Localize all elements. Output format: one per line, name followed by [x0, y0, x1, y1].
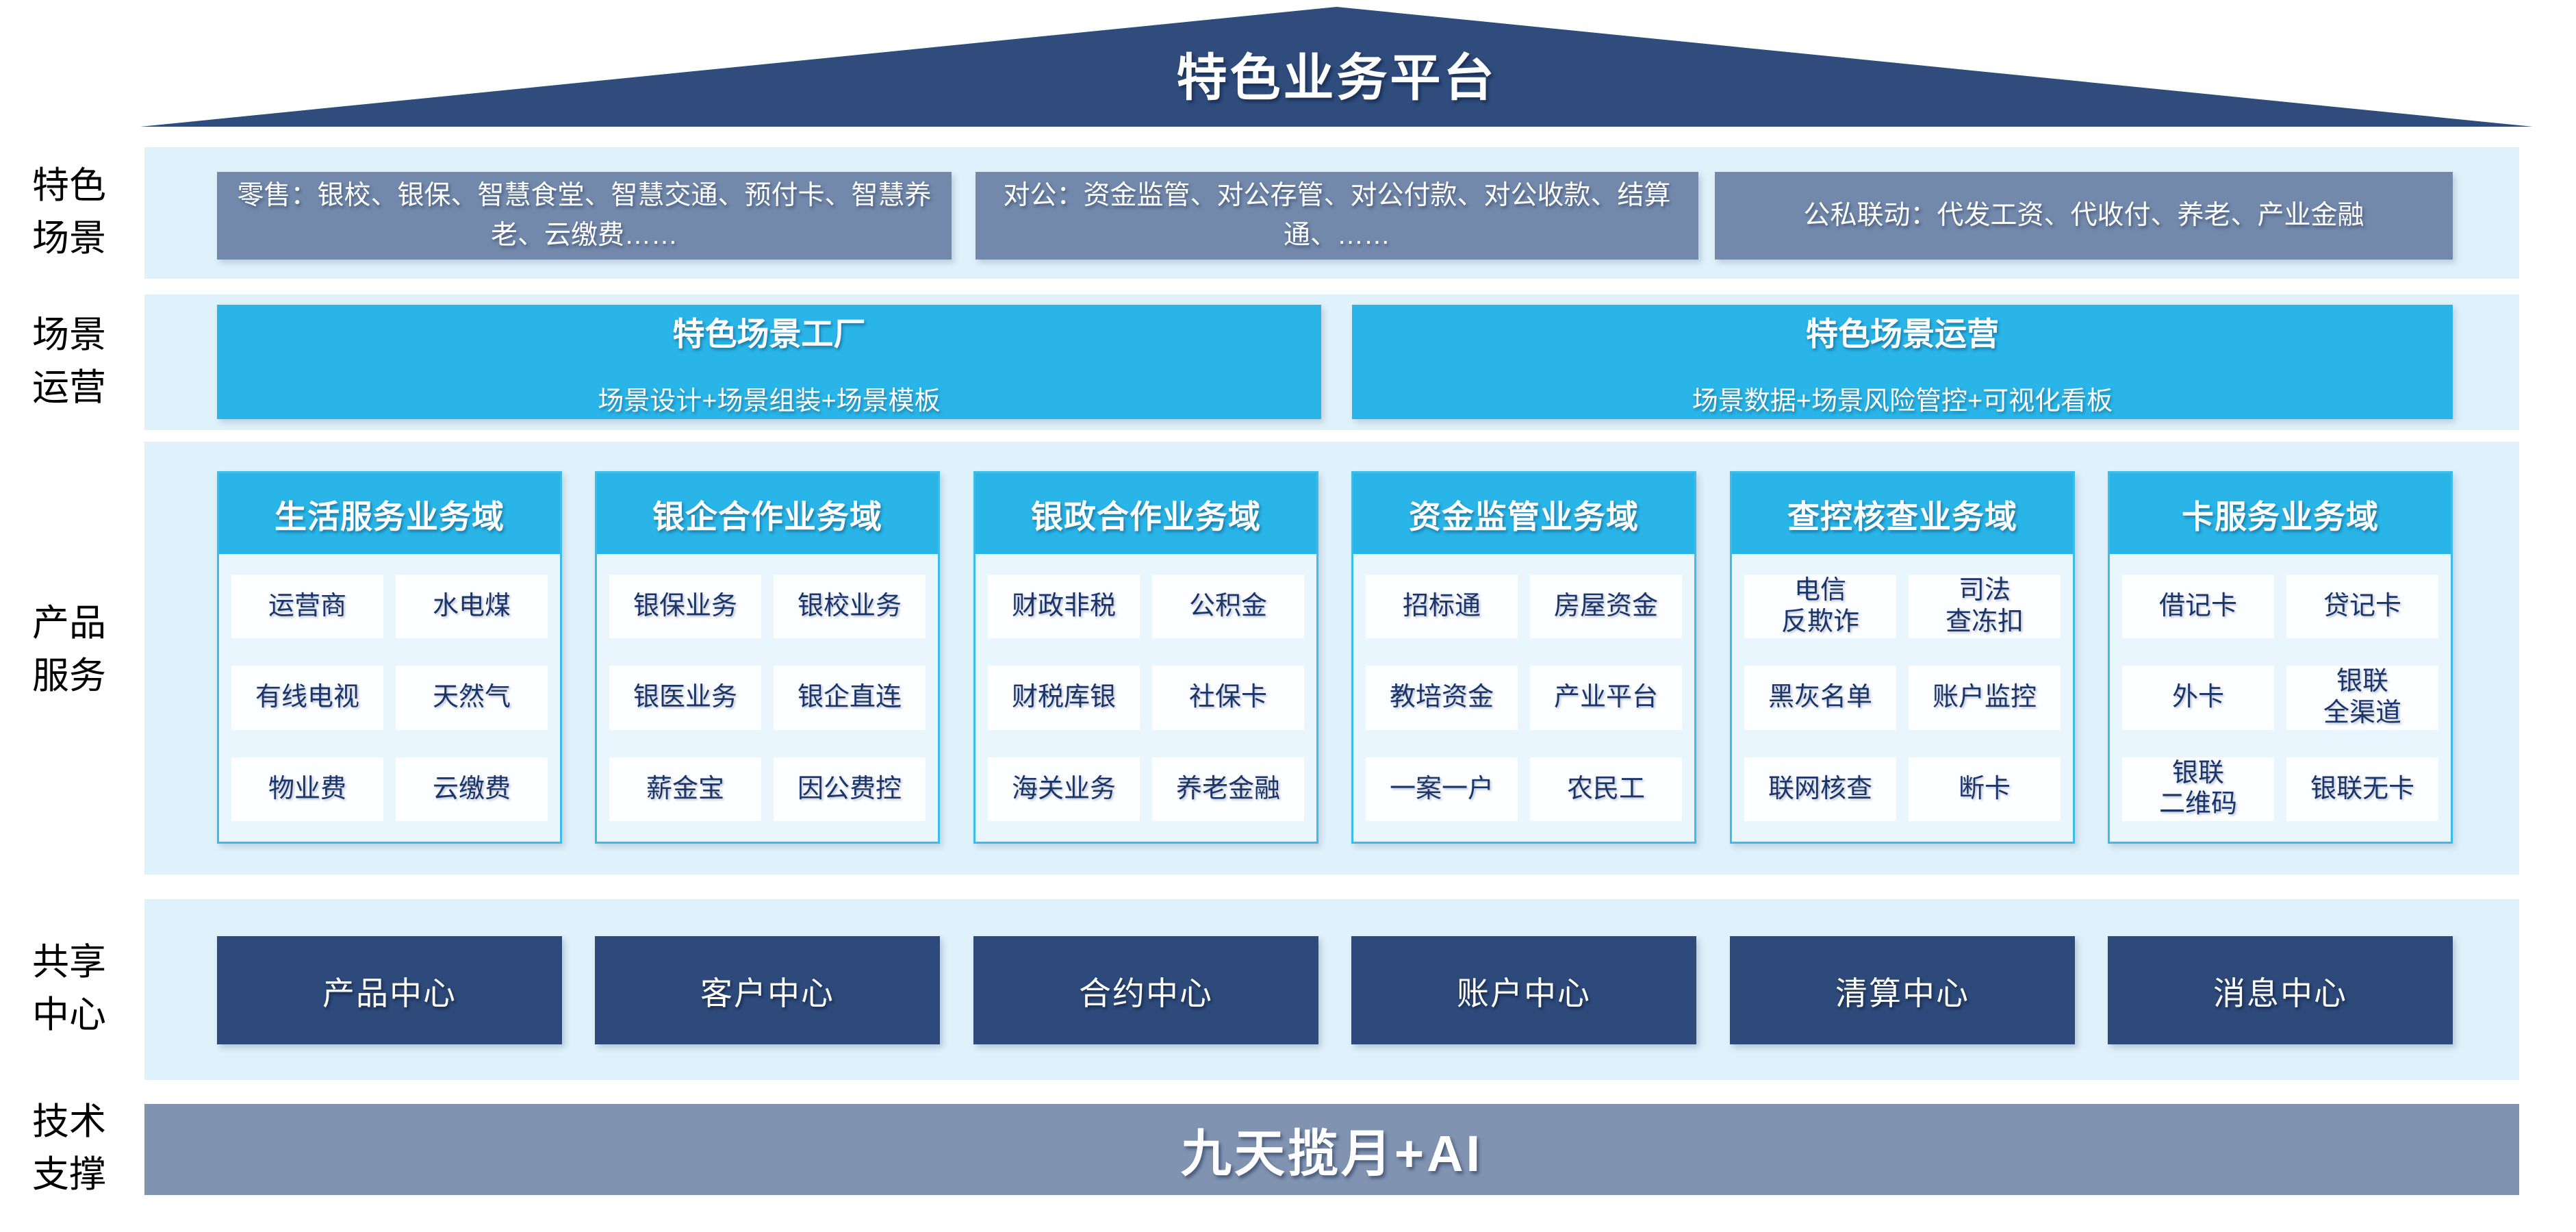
- center-box-message: 消息中心: [2108, 936, 2453, 1044]
- op-subtitle: 场景数据+场景风险管控+可视化看板: [1692, 386, 2113, 416]
- product-item: 银联 二维码: [2122, 757, 2274, 821]
- operations-band: 特色场景工厂 场景设计+场景组装+场景模板 特色场景运营 场景数据+场景风险管控…: [144, 294, 2519, 430]
- op-box-scene-operation: 特色场景运营 场景数据+场景风险管控+可视化看板: [1352, 305, 2453, 419]
- product-item: 银校业务: [774, 575, 926, 639]
- scenes-band: 零售：银校、银保、智慧食堂、智慧交通、预付卡、智慧养老、云缴费…… 对公：资金监…: [144, 147, 2519, 279]
- center-box-clearing: 清算中心: [1730, 936, 2075, 1044]
- shared-centers-band: 产品中心 客户中心 合约中心 账户中心 清算中心 消息中心: [144, 899, 2519, 1080]
- product-item: 司法 查冻扣: [1909, 575, 2061, 639]
- domain-card-title: 银企合作业务域: [597, 473, 938, 554]
- domain-card-items: 银保业务 银校业务 银医业务 银企直连 薪金宝 因公费控: [597, 554, 938, 842]
- product-item: 账户监控: [1909, 666, 2061, 730]
- product-item: 外卡: [2122, 666, 2274, 730]
- op-subtitle: 场景设计+场景组装+场景模板: [598, 386, 941, 416]
- scene-box-public-private: 公私联动：代发工资、代收付、养老、产业金融: [1715, 172, 2453, 260]
- product-item: 房屋资金: [1530, 575, 1682, 639]
- product-item: 社保卡: [1152, 666, 1304, 730]
- product-item: 银企直连: [774, 666, 926, 730]
- platform-title: 特色业务平台: [1176, 49, 1497, 106]
- product-item: 银联无卡: [2286, 757, 2438, 821]
- domain-card-title: 卡服务业务域: [2110, 473, 2451, 554]
- side-label-operations: 场景 运营: [32, 314, 106, 408]
- product-item: 联网核查: [1744, 757, 1896, 821]
- product-item: 海关业务: [988, 757, 1140, 821]
- product-item: 借记卡: [2122, 575, 2274, 639]
- domain-card-bank-government: 银政合作业务域 财政非税 公积金 财税库银 社保卡 海关业务 养老金融: [973, 471, 1318, 844]
- op-box-scene-factory: 特色场景工厂 场景设计+场景组装+场景模板: [217, 305, 1321, 419]
- product-item: 运营商: [231, 575, 383, 639]
- center-box-contract: 合约中心: [973, 936, 1318, 1044]
- product-item: 天然气: [396, 666, 548, 730]
- product-item: 招标通: [1366, 575, 1518, 639]
- op-title: 特色场景运营: [1806, 315, 1999, 352]
- product-item: 电信 反欺诈: [1744, 575, 1896, 639]
- domain-card-items: 电信 反欺诈 司法 查冻扣 黑灰名单 账户监控 联网核查 断卡: [1732, 554, 2073, 842]
- product-item: 教培资金: [1366, 666, 1518, 730]
- product-item: 农民工: [1530, 757, 1682, 821]
- side-label-shared: 共享 中心: [32, 942, 106, 1035]
- scene-box-corporate: 对公：资金监管、对公存管、对公付款、对公收款、结算通、……: [975, 172, 1698, 260]
- product-item: 产业平台: [1530, 666, 1682, 730]
- domain-card-items: 财政非税 公积金 财税库银 社保卡 海关业务 养老金融: [975, 554, 1316, 842]
- domain-card-card-services: 卡服务业务域 借记卡 贷记卡 外卡 银联 全渠道 银联 二维码 银联无卡: [2108, 471, 2453, 844]
- center-box-account: 账户中心: [1351, 936, 1696, 1044]
- scene-box-retail: 零售：银校、银保、智慧食堂、智慧交通、预付卡、智慧养老、云缴费……: [217, 172, 952, 260]
- product-item: 有线电视: [231, 666, 383, 730]
- domain-card-title: 生活服务业务域: [219, 473, 560, 554]
- product-item: 财税库银: [988, 666, 1140, 730]
- side-label-scenes: 特色 场景: [32, 165, 106, 259]
- product-item: 因公费控: [774, 757, 926, 821]
- product-item: 一案一户: [1366, 757, 1518, 821]
- product-item: 黑灰名单: [1744, 666, 1896, 730]
- product-item: 财政非税: [988, 575, 1140, 639]
- domain-card-items: 运营商 水电煤 有线电视 天然气 物业费 云缴费: [219, 554, 560, 842]
- side-label-products: 产品 服务: [32, 603, 106, 696]
- product-item: 公积金: [1152, 575, 1304, 639]
- roof-banner: 特色业务平台: [140, 7, 2533, 127]
- product-item: 银医业务: [609, 666, 761, 730]
- product-item: 养老金融: [1152, 757, 1304, 821]
- domain-card-title: 银政合作业务域: [975, 473, 1316, 554]
- center-box-customer: 客户中心: [595, 936, 940, 1044]
- product-item: 水电煤: [396, 575, 548, 639]
- domain-card-title: 查控核查业务域: [1732, 473, 2073, 554]
- domain-card-items: 借记卡 贷记卡 外卡 银联 全渠道 银联 二维码 银联无卡: [2110, 554, 2451, 842]
- center-box-product: 产品中心: [217, 936, 562, 1044]
- side-label-tech: 技术 支撑: [32, 1101, 106, 1195]
- domain-card-life-services: 生活服务业务域 运营商 水电煤 有线电视 天然气 物业费 云缴费: [217, 471, 562, 844]
- domain-card-bank-enterprise: 银企合作业务域 银保业务 银校业务 银医业务 银企直连 薪金宝 因公费控: [595, 471, 940, 844]
- product-item: 银联 全渠道: [2286, 666, 2438, 730]
- product-item: 贷记卡: [2286, 575, 2438, 639]
- domain-card-inspection: 查控核查业务域 电信 反欺诈 司法 查冻扣 黑灰名单 账户监控 联网核查 断卡: [1730, 471, 2075, 844]
- domain-card-fund-supervision: 资金监管业务域 招标通 房屋资金 教培资金 产业平台 一案一户 农民工: [1351, 471, 1696, 844]
- product-item: 薪金宝: [609, 757, 761, 821]
- op-title: 特色场景工厂: [672, 315, 866, 352]
- products-band: 生活服务业务域 运营商 水电煤 有线电视 天然气 物业费 云缴费 银企合作业务域…: [144, 442, 2519, 875]
- tech-support-bar: 九天揽月+AI: [144, 1104, 2519, 1195]
- domain-card-items: 招标通 房屋资金 教培资金 产业平台 一案一户 农民工: [1353, 554, 1694, 842]
- product-item: 物业费: [231, 757, 383, 821]
- product-item: 银保业务: [609, 575, 761, 639]
- domain-card-title: 资金监管业务域: [1353, 473, 1694, 554]
- product-item: 云缴费: [396, 757, 548, 821]
- product-item: 断卡: [1909, 757, 2061, 821]
